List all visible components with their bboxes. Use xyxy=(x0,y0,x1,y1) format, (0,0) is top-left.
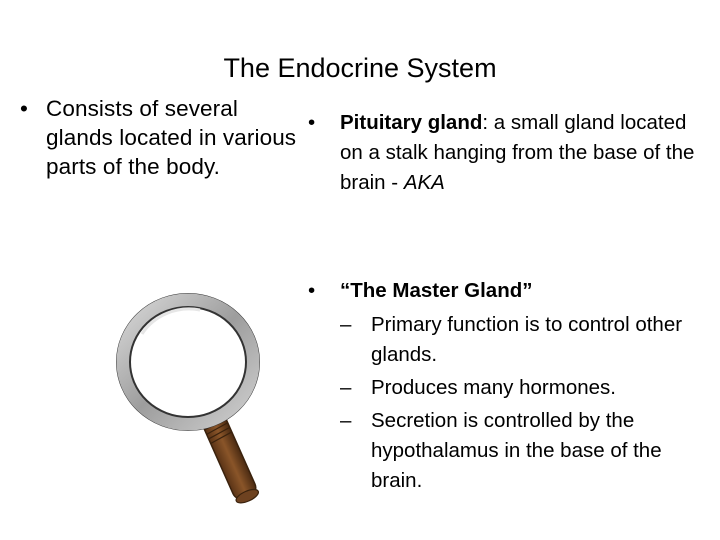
bullet-marker: • xyxy=(308,111,316,134)
master-gland-heading: “The Master Gland” xyxy=(340,279,533,302)
pituitary-description: : a small gland located on a stalk hangi… xyxy=(340,111,695,194)
bullet-marker: • xyxy=(20,96,28,121)
master-gland-bullet: • “The Master Gland” – Primary function … xyxy=(308,276,713,496)
pituitary-term: Pituitary gland xyxy=(340,111,483,134)
bullet-row-master-gland: • “The Master Gland” xyxy=(308,276,713,306)
bullet-row-glands: • Consists of several glands located in … xyxy=(20,94,310,181)
aka-label: AKA xyxy=(403,171,445,194)
left-bullet: • Consists of several glands located in … xyxy=(20,94,310,181)
pituitary-text: Pituitary gland: a small gland located o… xyxy=(340,108,713,198)
sub-item: – Secretion is controlled by the hypotha… xyxy=(340,406,713,496)
sub-item: – Primary function is to control other g… xyxy=(340,310,713,370)
slide-title: The Endocrine System xyxy=(223,53,497,83)
bullet-marker: • xyxy=(308,279,316,302)
sub-item-text: Produces many hormones. xyxy=(371,376,616,399)
sub-item-marker: – xyxy=(340,376,352,399)
master-gland-sub-list: – Primary function is to control other g… xyxy=(308,310,713,496)
sub-item-text: Primary function is to control other gla… xyxy=(371,313,683,366)
sub-item-text: Secretion is controlled by the hypothala… xyxy=(371,409,662,492)
sub-item-marker: – xyxy=(340,409,352,432)
magnifying-glass-icon xyxy=(116,293,260,504)
pituitary-bullet: • Pituitary gland: a small gland located… xyxy=(308,108,713,198)
sub-item-marker: – xyxy=(340,313,352,336)
bullet-row-pituitary: • Pituitary gland: a small gland located… xyxy=(308,108,713,198)
sub-item: – Produces many hormones. xyxy=(340,373,713,403)
bullet-text-glands: Consists of several glands located in va… xyxy=(46,96,297,179)
